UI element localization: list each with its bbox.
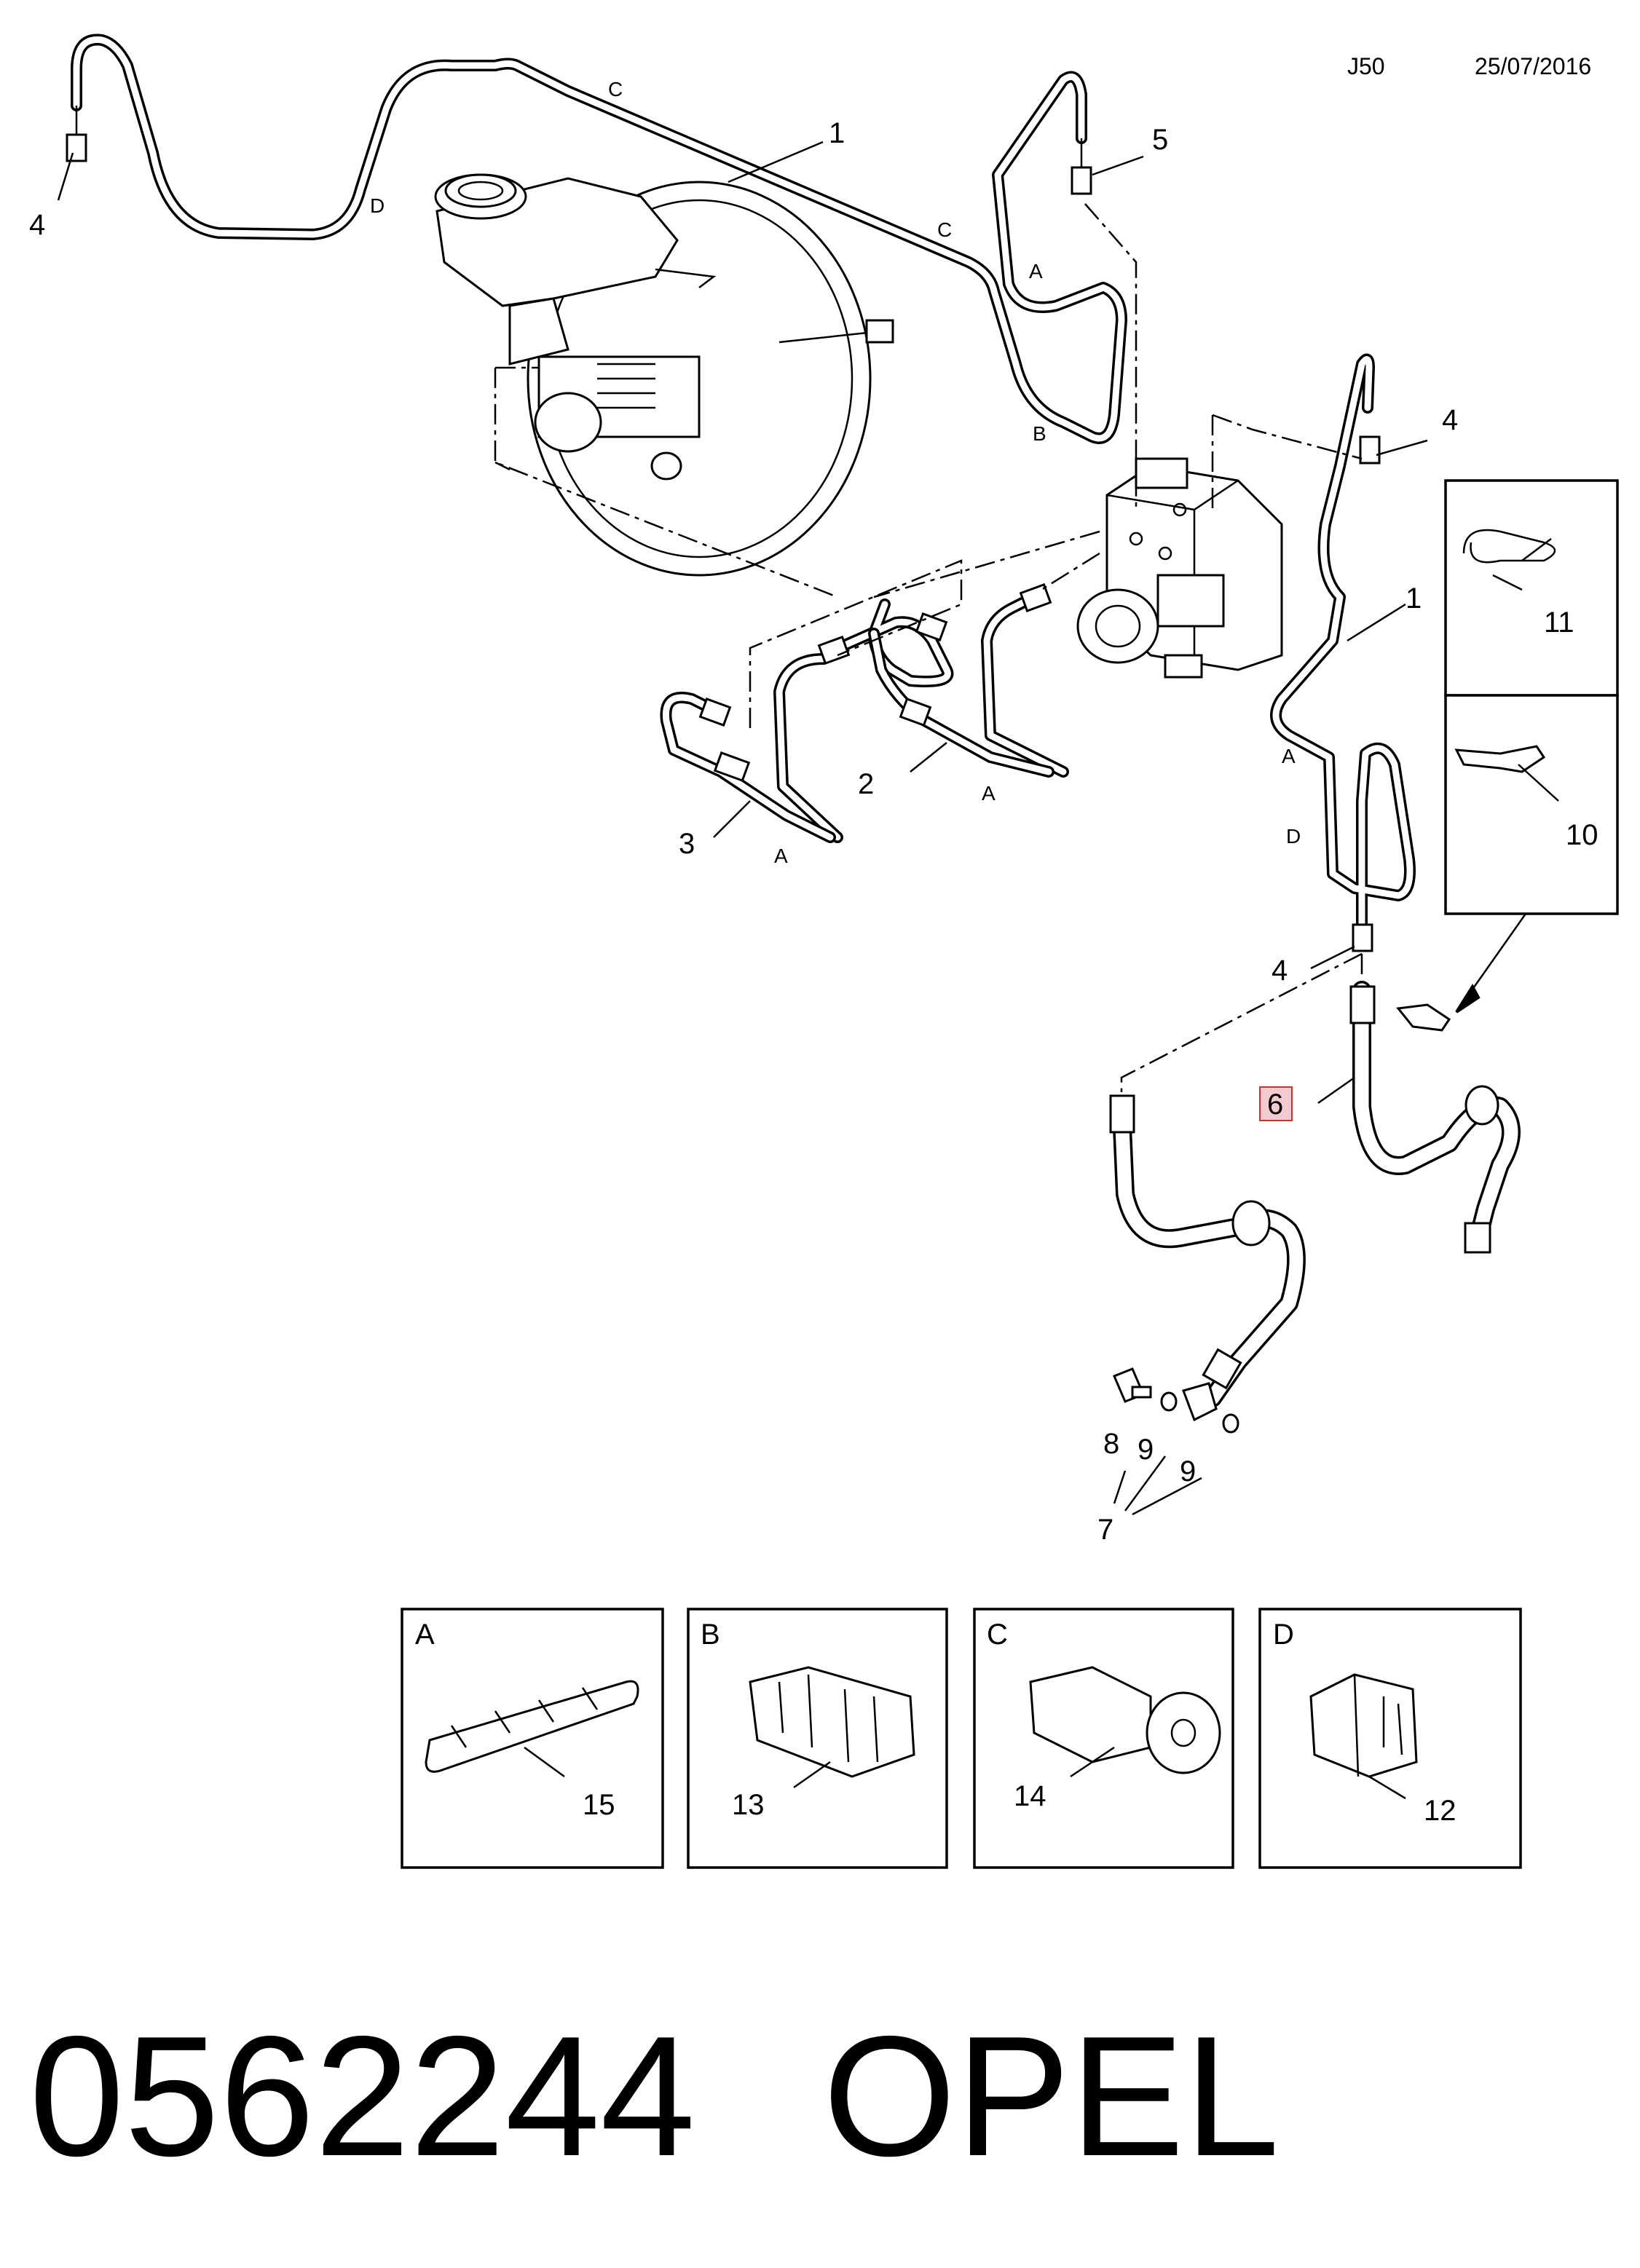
detail-box-b-number: 13 <box>732 1789 765 1821</box>
detail-box-c-number: 14 <box>1014 1780 1046 1812</box>
diagram-date: 25/07/2016 <box>1475 53 1591 79</box>
retaining-clip-11-icon <box>1462 529 1556 564</box>
callout-3: 3 <box>679 828 695 860</box>
detail-box-a-number: 15 <box>583 1789 615 1821</box>
detail-box-c: C 14 <box>973 1608 1234 1869</box>
clip-letter-a-pipe2: A <box>982 782 996 805</box>
detail-box-10 <box>1444 694 1619 915</box>
callout-4-upper-left: 4 <box>29 209 45 241</box>
callout-1-upper: 1 <box>829 117 845 149</box>
pipe-clip-13-icon <box>749 1666 915 1778</box>
clip-letter-a-right: A <box>1282 745 1296 767</box>
diagram-code: J50 <box>1347 53 1385 79</box>
callout-4-right: 4 <box>1442 404 1458 436</box>
callout-5: 5 <box>1152 124 1168 156</box>
clip-letter-c-left: C <box>608 78 623 100</box>
detail-box-c-letter: C <box>987 1619 1008 1651</box>
detail-box-d-letter: D <box>1273 1619 1294 1651</box>
clip-letter-c-right: C <box>937 218 952 241</box>
footer-part-number: 0562244 <box>29 2000 695 2192</box>
clip-letter-a-pipe3: A <box>774 845 788 867</box>
callout-9-left: 9 <box>1138 1434 1154 1466</box>
clip-letter-b: B <box>1033 422 1046 445</box>
footer-brand: OPEL <box>823 2000 1280 2192</box>
callout-6-highlight[interactable] <box>1259 1086 1293 1121</box>
callout-9-right: 9 <box>1180 1455 1196 1487</box>
callout-2: 2 <box>858 768 874 800</box>
clip-letter-d-upper: D <box>370 194 385 217</box>
detail-box-b: B 13 <box>687 1608 948 1869</box>
detail-box-11 <box>1444 479 1619 697</box>
detail-box-d-number: 12 <box>1424 1795 1456 1827</box>
pipe-clip-15-icon <box>425 1680 639 1773</box>
banjo-bolt-assembly <box>1113 1367 1239 1434</box>
callout-1-right: 1 <box>1406 582 1422 615</box>
callout-8: 8 <box>1103 1428 1119 1460</box>
master-cylinder-bracket-outline <box>494 366 838 598</box>
pipe-fitting-4-right-top <box>1359 435 1381 465</box>
detail-box-b-letter: B <box>701 1619 720 1651</box>
detail-box-a-letter: A <box>415 1619 435 1651</box>
detail-box-a: A 15 <box>401 1608 664 1869</box>
brake-hose-6-rear <box>1112 1101 1306 1407</box>
detail-box-d: D 12 <box>1258 1608 1522 1869</box>
callout-10: 10 <box>1566 819 1598 851</box>
pipe-fitting-4-upper <box>66 133 87 162</box>
callout-4-lower: 4 <box>1272 955 1288 987</box>
callout-6[interactable]: 6 <box>1267 1088 1283 1121</box>
bracket-clip-10-icon <box>1454 745 1546 773</box>
abs-connection-dashes <box>749 203 1363 728</box>
master-cylinder <box>434 173 717 481</box>
hose-bracket-icon <box>1396 1003 1451 1032</box>
clip-letter-d-right: D <box>1286 825 1301 847</box>
abs-modulator <box>1076 457 1283 679</box>
callout-7: 7 <box>1097 1514 1113 1546</box>
clip-letter-a-upper: A <box>1029 260 1043 282</box>
callout-11: 11 <box>1544 606 1574 639</box>
pipe-fitting-4-right-bottom <box>1352 923 1373 952</box>
pipe-fitting-5 <box>1071 166 1092 195</box>
